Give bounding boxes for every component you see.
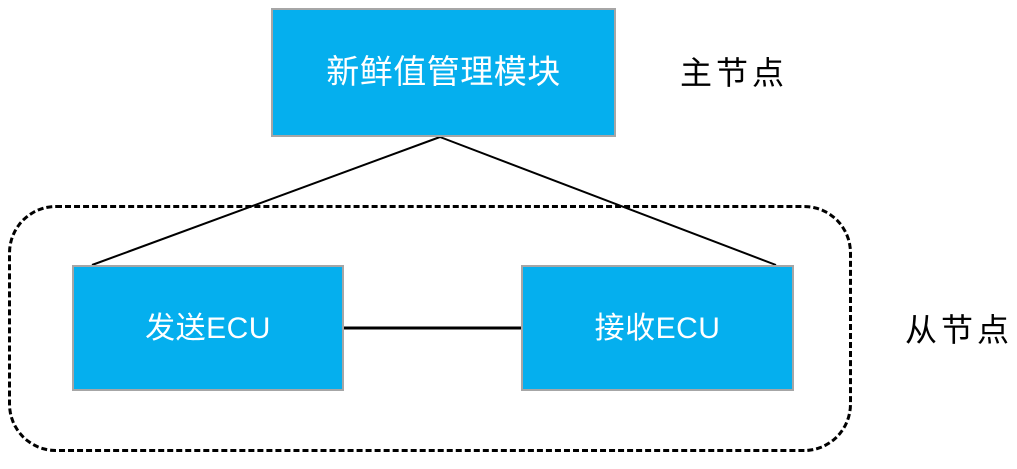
node-receiver-label: 接收ECU <box>594 311 721 345</box>
node-master-freshness-management-module[interactable]: 新鲜值管理模块 <box>271 8 616 137</box>
node-sender-ecu[interactable]: 发送ECU <box>72 265 344 391</box>
node-master-label: 新鲜值管理模块 <box>326 53 561 91</box>
node-sender-label: 发送ECU <box>145 311 271 345</box>
annotation-slave-node: 从节点 <box>905 312 1014 348</box>
annotation-master-node: 主节点 <box>680 55 789 91</box>
node-receiver-ecu[interactable]: 接收ECU <box>521 265 794 391</box>
